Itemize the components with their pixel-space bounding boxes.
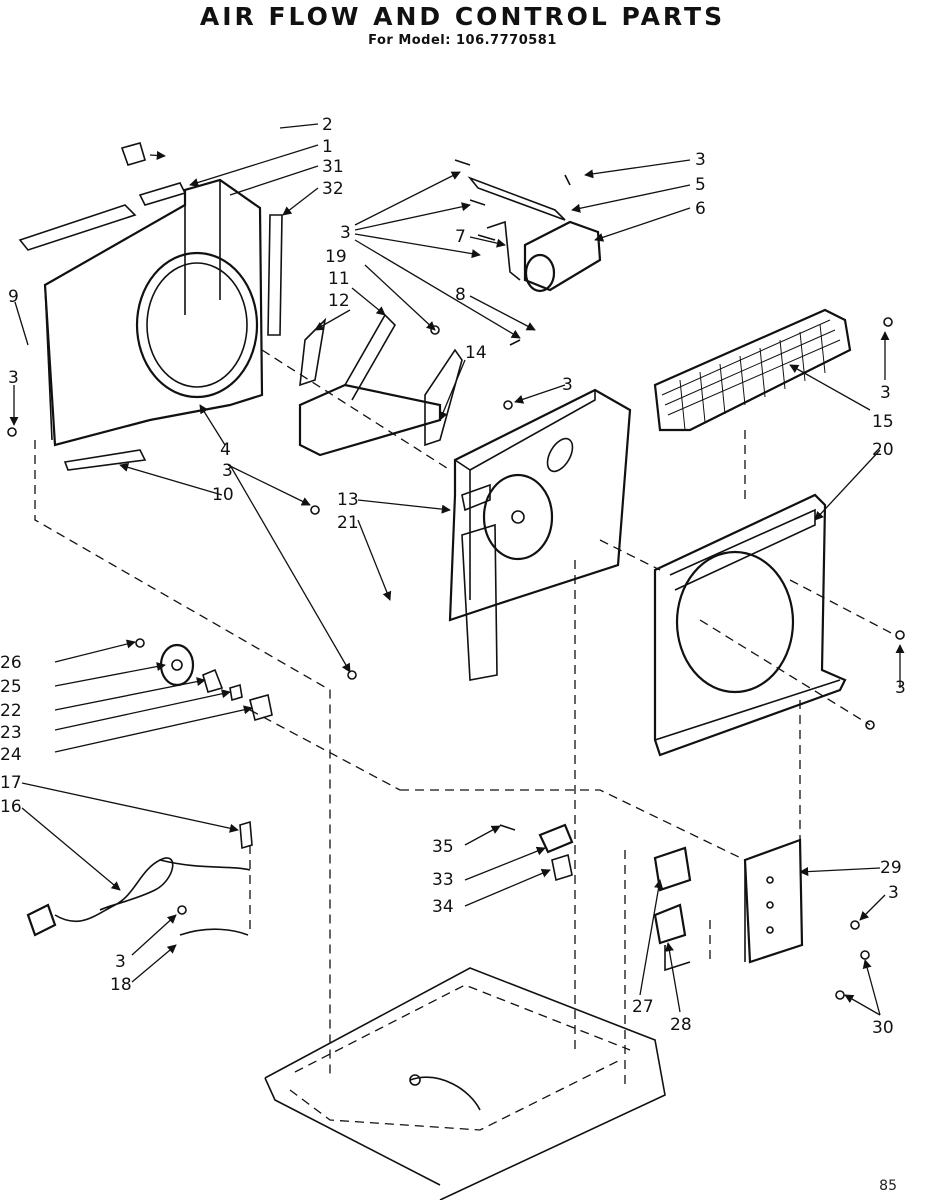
callout-12: 12 — [328, 291, 350, 311]
front-panel-part — [18, 142, 283, 471]
callout-25: 25 — [0, 677, 22, 697]
callout-31: 31 — [322, 157, 344, 177]
callout-27: 27 — [632, 997, 654, 1017]
callout-5: 5 — [695, 175, 706, 195]
callout-13: 13 — [337, 490, 359, 510]
callout-20: 20 — [872, 440, 894, 460]
callout-4: 4 — [220, 440, 231, 460]
page-number: 85 — [879, 1178, 897, 1194]
callout-11: 11 — [328, 269, 350, 289]
callout-8: 8 — [455, 285, 466, 305]
leader-lines — [9, 123, 905, 1016]
callout-2: 2 — [322, 115, 333, 135]
callout-3-lower: 3 — [222, 461, 233, 481]
bracket-assembly-part — [298, 313, 463, 457]
capacitor-part — [454, 159, 602, 346]
control-panel-part — [653, 838, 804, 972]
base-pan-part — [264, 967, 666, 1200]
callout-9: 9 — [8, 287, 19, 307]
callout-28: 28 — [670, 1015, 692, 1035]
assembly-guide-lines — [34, 349, 896, 1085]
callout-35: 35 — [432, 837, 454, 857]
callout-6: 6 — [695, 199, 706, 219]
callout-19: 19 — [325, 247, 347, 267]
callout-29: 29 — [880, 858, 902, 878]
thermostat-part — [499, 823, 574, 882]
callout-3-mid: 3 — [562, 375, 573, 395]
callout-10: 10 — [212, 485, 234, 505]
callout-30: 30 — [872, 1018, 894, 1038]
center-panel-part — [448, 388, 632, 681]
orifice-panel-part — [653, 493, 847, 757]
callout-17: 17 — [0, 773, 22, 793]
callout-3-panel: 3 — [888, 883, 899, 903]
callout-26: 26 — [0, 653, 22, 673]
screws — [7, 317, 905, 1000]
callout-24: 24 — [0, 745, 22, 765]
callout-3-right: 3 — [895, 678, 906, 698]
callout-labels: 2 1 31 32 3 5 6 3 7 19 11 8 12 14 9 3 3 … — [0, 115, 906, 1038]
callout-15: 15 — [872, 412, 894, 432]
callout-23: 23 — [0, 723, 22, 743]
callout-3-cord: 3 — [115, 952, 126, 972]
callout-1: 1 — [322, 137, 333, 157]
callout-14: 14 — [465, 343, 487, 363]
callout-21: 21 — [337, 513, 359, 533]
callout-3-grille: 3 — [880, 383, 891, 403]
model-subtitle: For Model: 106.7770581 — [368, 33, 557, 48]
callout-3-left: 3 — [8, 368, 19, 388]
callout-18: 18 — [110, 975, 132, 995]
callout-3-center: 3 — [340, 223, 351, 243]
callout-22: 22 — [0, 701, 22, 721]
callout-32: 32 — [322, 179, 344, 199]
callout-16: 16 — [0, 797, 22, 817]
louver-grille-part — [653, 308, 852, 432]
callout-7: 7 — [455, 227, 466, 247]
callout-34: 34 — [432, 897, 454, 917]
callout-3-top-right: 3 — [695, 150, 706, 170]
diagram-title: AIR FLOW AND CONTROL PARTS — [199, 2, 726, 31]
callout-33: 33 — [432, 870, 454, 890]
power-cord-part — [26, 820, 253, 937]
